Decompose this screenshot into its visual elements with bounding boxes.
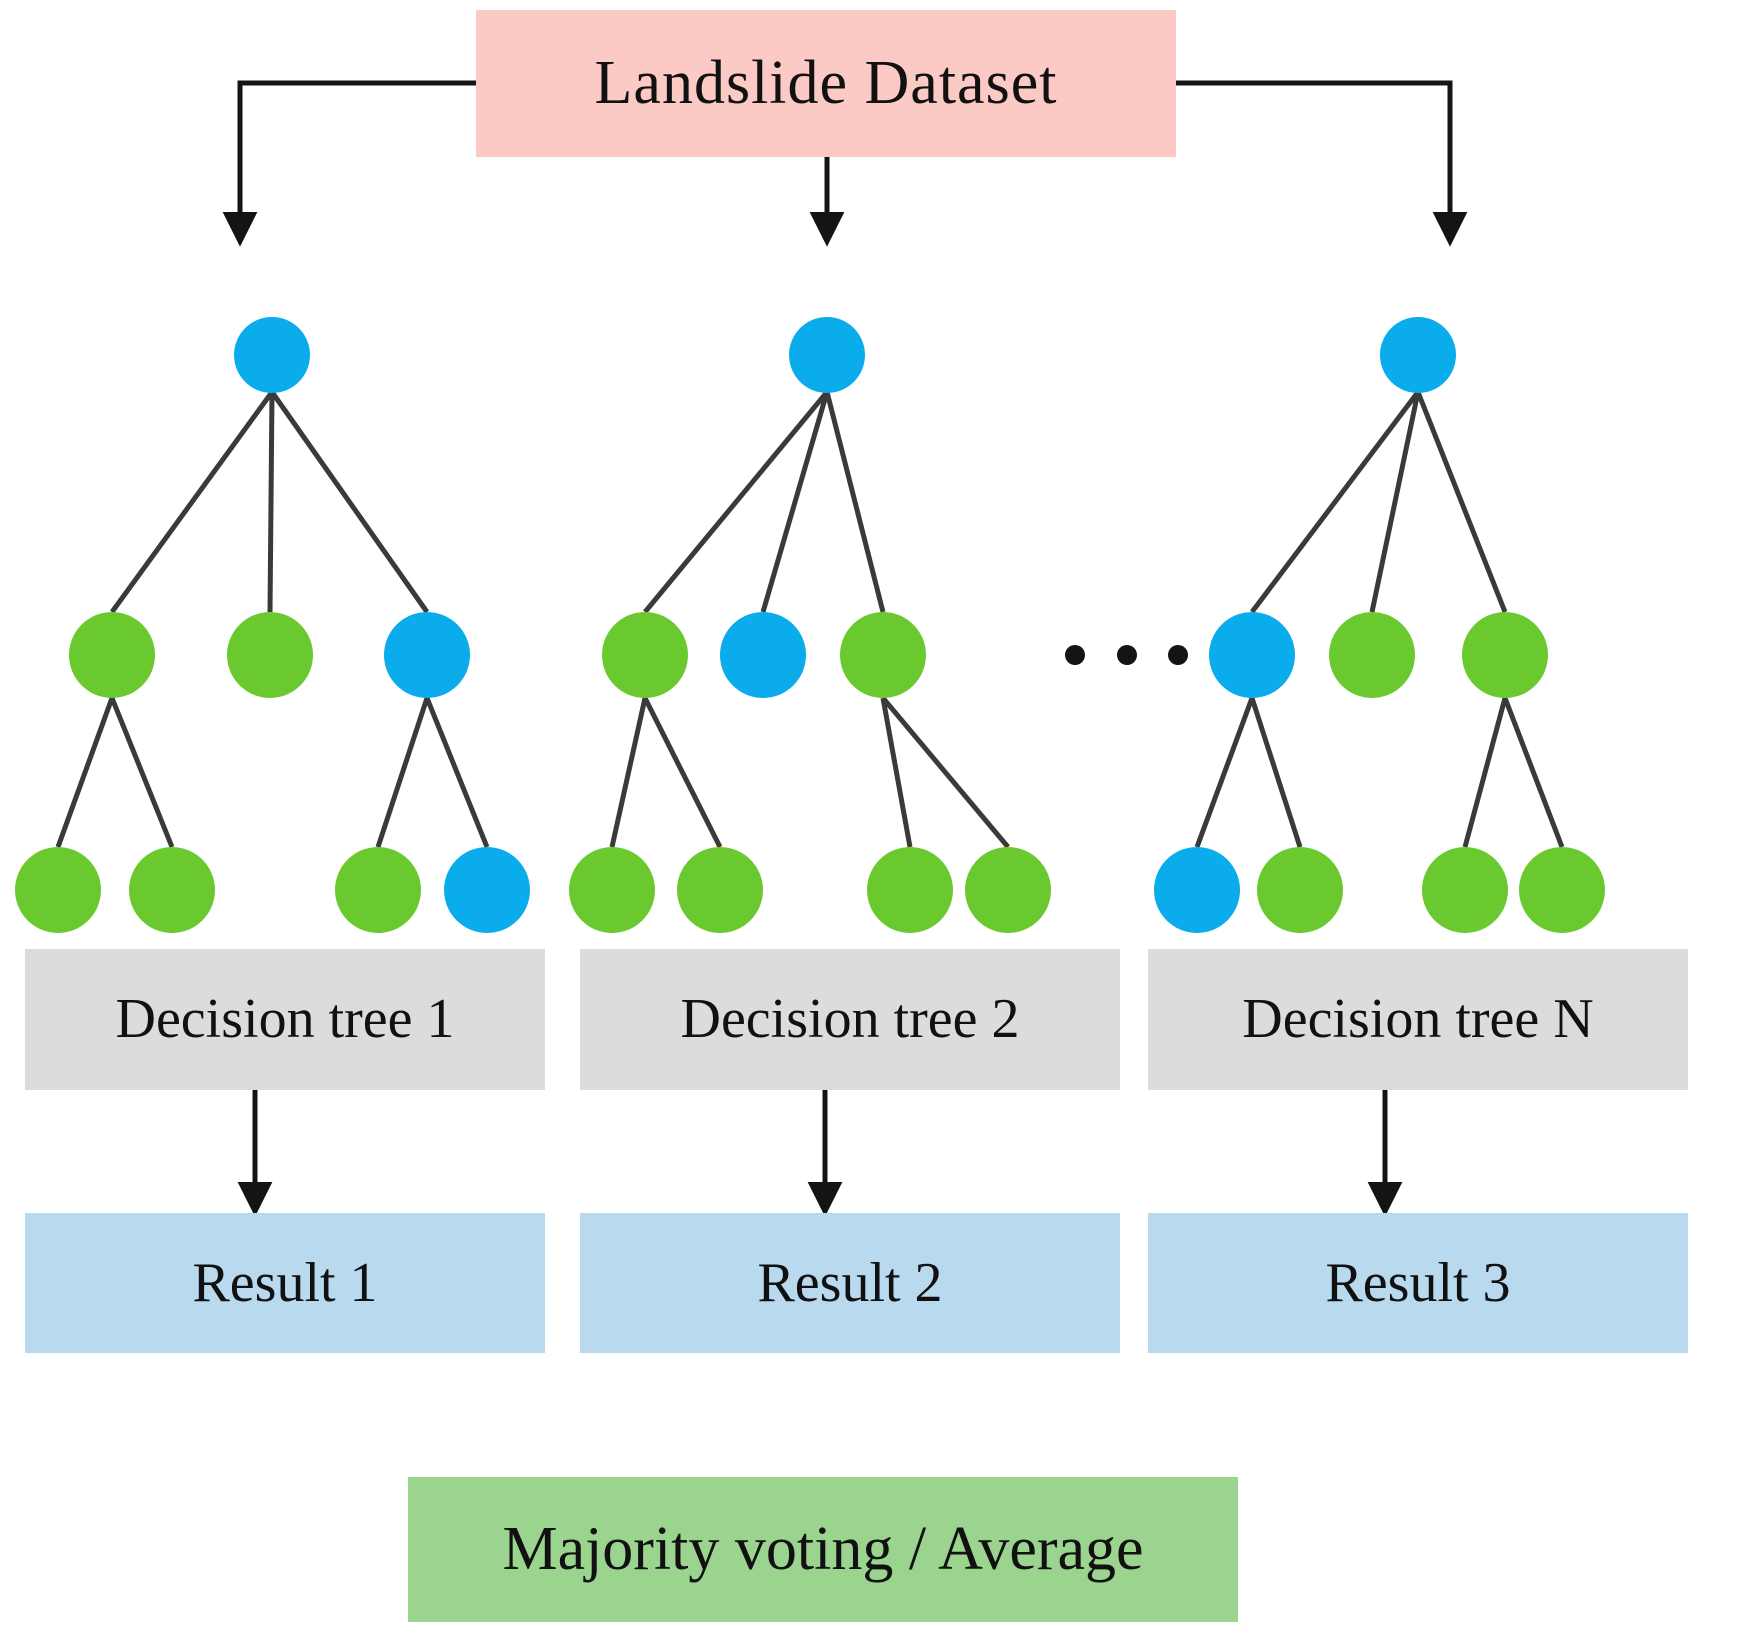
- tree3-level3-node-4: [1519, 847, 1605, 933]
- tree2-root-node: [789, 317, 865, 393]
- tree1-level3-node-2: [129, 847, 215, 933]
- decision-tree-n-label: Decision tree N: [1242, 988, 1594, 1051]
- tree3-level3-node-3: [1422, 847, 1508, 933]
- tree3-level2-node-2: [1329, 612, 1415, 698]
- decision-tree-n-box: Decision tree N: [1148, 949, 1688, 1090]
- dataset-box: Landslide Dataset: [476, 10, 1176, 157]
- tree2-level3-node-1: [569, 847, 655, 933]
- ellipsis-dot-2: [1117, 645, 1137, 665]
- tree2-level3-node-3: [867, 847, 953, 933]
- result-2-box: Result 2: [580, 1213, 1120, 1353]
- tree1-level2-node-1: [69, 612, 155, 698]
- result-1-box: Result 1: [25, 1213, 545, 1353]
- tree1-level3-node-4: [444, 847, 530, 933]
- majority-voting-label: Majority voting / Average: [502, 1514, 1144, 1583]
- tree2-level3-node-2: [677, 847, 763, 933]
- tree2-level3-node-4: [965, 847, 1051, 933]
- ellipsis-dot-3: [1168, 645, 1188, 665]
- result-2-label: Result 2: [757, 1251, 943, 1314]
- tree1-level2-node-3: [384, 612, 470, 698]
- tree2-level2-node-2: [720, 612, 806, 698]
- decision-tree-1-label: Decision tree 1: [115, 988, 455, 1051]
- tree1-level2-node-2: [227, 612, 313, 698]
- tree1-root-node: [234, 317, 310, 393]
- decision-tree-2-label: Decision tree 2: [680, 988, 1020, 1051]
- result-1-label: Result 1: [192, 1251, 378, 1314]
- decision-tree-2-box: Decision tree 2: [580, 949, 1120, 1090]
- result-3-label: Result 3: [1325, 1251, 1511, 1314]
- tree2-level2-node-1: [602, 612, 688, 698]
- tree1-level3-node-3: [335, 847, 421, 933]
- dataset-label: Landslide Dataset: [594, 48, 1058, 117]
- result-3-box: Result 3: [1148, 1213, 1688, 1353]
- tree1-level3-node-1: [15, 847, 101, 933]
- tree3-level2-node-1: [1209, 612, 1295, 698]
- tree3-level3-node-1: [1154, 847, 1240, 933]
- majority-voting-box: Majority voting / Average: [408, 1477, 1238, 1622]
- tree3-level3-node-2: [1257, 847, 1343, 933]
- decision-tree-1-box: Decision tree 1: [25, 949, 545, 1090]
- tree3-root-node: [1380, 317, 1456, 393]
- ellipsis-dot-1: [1065, 645, 1085, 665]
- tree3-level2-node-3: [1462, 612, 1548, 698]
- tree2-level2-node-3: [840, 612, 926, 698]
